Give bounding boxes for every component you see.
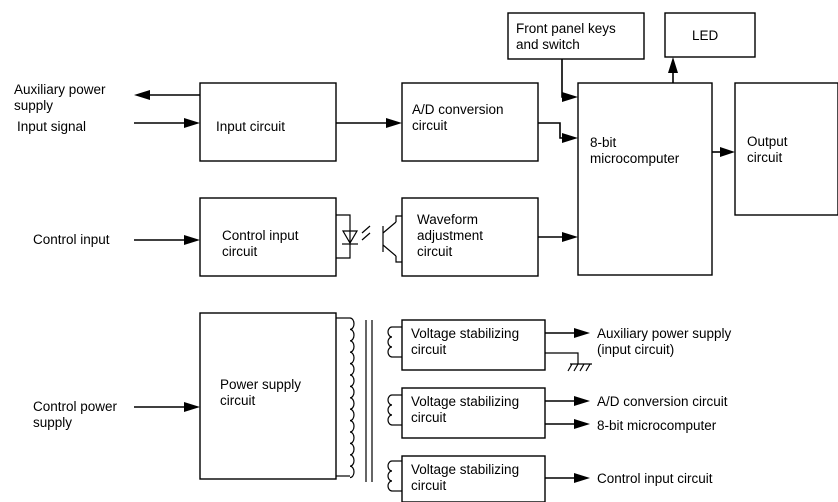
voltage-stabilizing-label-3: Voltage stabilizing circuit (411, 462, 523, 493)
power-supply-circuit-box (199, 312, 337, 480)
voltage-stabilizing-label-2: Voltage stabilizing circuit (411, 394, 523, 425)
aux-power-arrowhead (134, 90, 150, 100)
out-aux-power-label: Auxiliary power supply (input circuit) (597, 326, 735, 357)
voltage-stabilizing-box-3 (401, 455, 546, 502)
microcomputer-box (577, 82, 713, 276)
input-circuit-label: Input circuit (216, 119, 285, 134)
out-microcomputer-label: 8-bit microcomputer (597, 418, 717, 433)
micro-to-output-arrowhead (720, 147, 735, 157)
voltage-stabilizing-box-2 (401, 387, 546, 439)
led-label: LED (692, 28, 719, 43)
vs1-output-arrowhead (574, 328, 590, 338)
front-panel-to-micro-line (561, 59, 565, 98)
input-to-ad-arrowhead (386, 118, 402, 128)
waveform-adjustment-label: Waveform adjustment circuit (417, 212, 487, 259)
output-circuit-label: Output circuit (747, 134, 791, 165)
input-signal-label: Input signal (17, 119, 86, 134)
control-power-supply-label: Control power supply (33, 399, 121, 430)
waveform-adjustment-box (401, 197, 539, 277)
out-ad-conversion-label: A/D conversion circuit (597, 394, 728, 409)
control-input-circuit-box (199, 197, 337, 277)
output-circuit-box (734, 82, 838, 216)
front-panel-to-micro-arrowhead (562, 92, 578, 102)
waveform-to-micro-arrowhead (562, 232, 578, 242)
ad-to-micro-arrowhead (562, 133, 578, 143)
power-supply-circuit-label: Power supply circuit (220, 377, 305, 408)
control-input-arrowhead (184, 235, 200, 245)
ad-conversion-label: A/D conversion circuit (412, 102, 507, 133)
led-box (664, 12, 756, 58)
input-circuit-box (199, 82, 337, 162)
transformer-icon (336, 317, 402, 492)
microcomputer-label: 8-bit microcomputer (590, 135, 680, 166)
input-signal-arrowhead (184, 118, 200, 128)
vs2-output-arrowhead-2 (574, 419, 590, 429)
control-power-arrowhead (184, 402, 200, 412)
vs3-output-arrowhead (574, 473, 590, 483)
front-panel-keys-label: Front panel keys and switch (516, 21, 620, 52)
control-input-label: Control input (33, 232, 110, 247)
photocoupler-icon (336, 214, 402, 263)
micro-to-led-arrowhead (668, 57, 678, 73)
auxiliary-power-supply-label: Auxiliary power supply (14, 82, 109, 113)
front-panel-keys-box (507, 12, 645, 60)
vs2-output-arrowhead-1 (574, 396, 590, 406)
ad-to-micro-line (538, 122, 565, 139)
out-control-input-label: Control input circuit (597, 471, 713, 486)
voltage-stabilizing-label-1: Voltage stabilizing circuit (411, 326, 523, 357)
voltage-stabilizing-box-1 (401, 319, 546, 371)
ad-conversion-box (401, 82, 539, 162)
control-input-circuit-label: Control input circuit (222, 228, 302, 259)
ground-icon (545, 352, 592, 372)
